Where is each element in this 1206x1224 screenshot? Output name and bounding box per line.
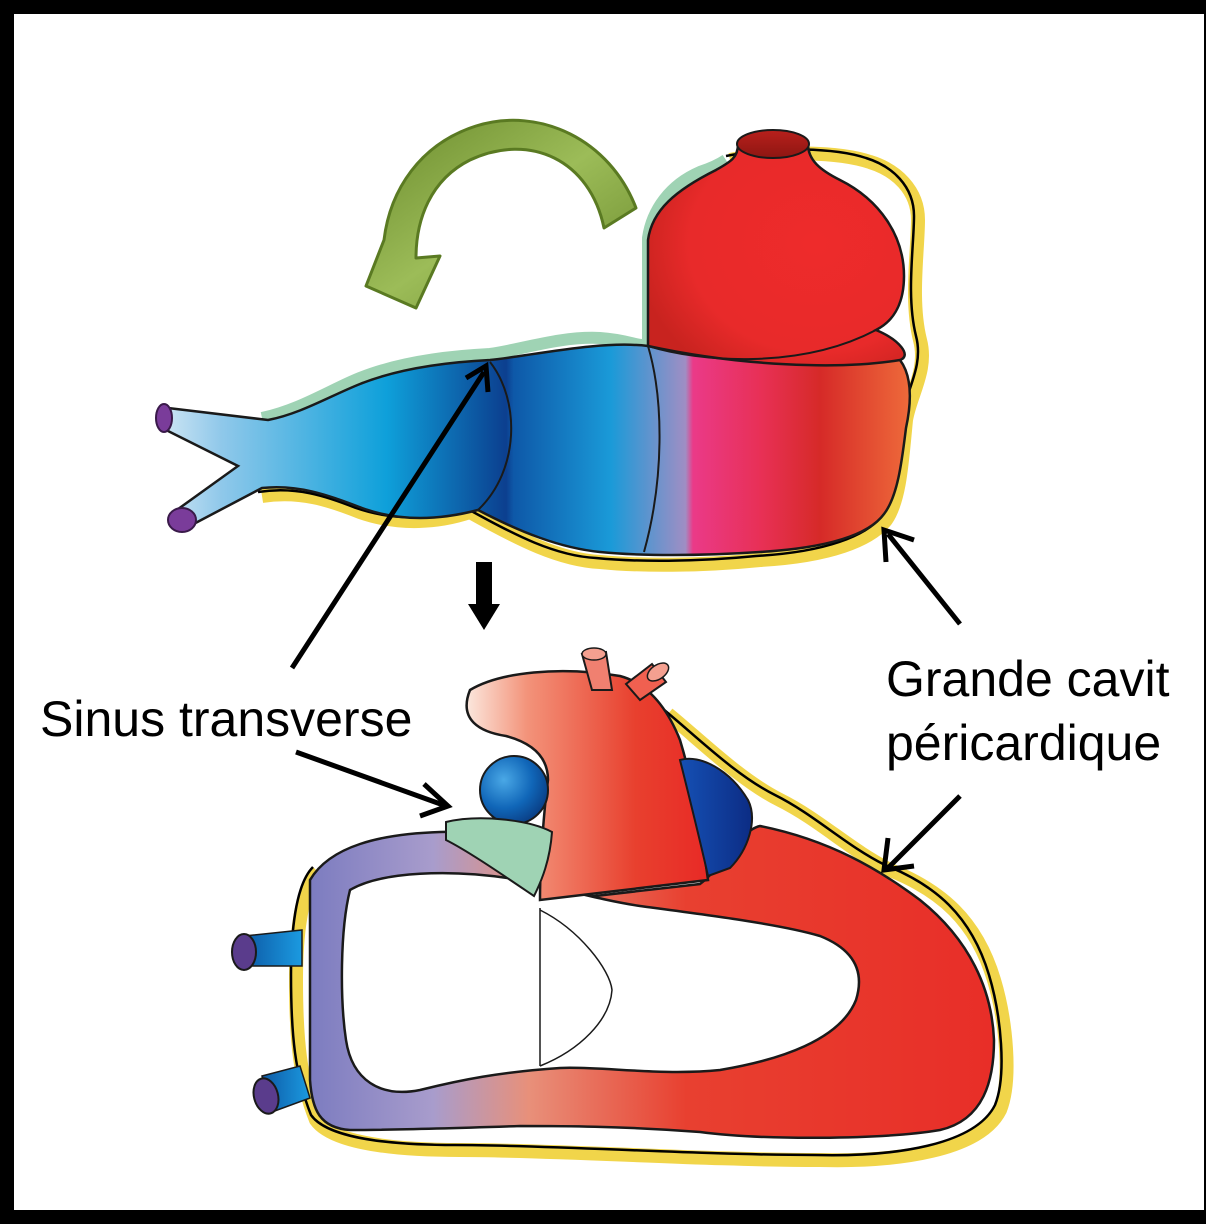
label-grande-cavite-line2: péricardique [886, 715, 1161, 771]
arrow-cavite-top [886, 532, 962, 626]
arrowhead-cavite-bottom [881, 837, 915, 873]
great-vessel-1-opening [581, 647, 607, 661]
valve-line [539, 909, 613, 1067]
arrowhead-cavite-top [881, 526, 915, 563]
label-grande-cavite-line1: Grande cavit [886, 651, 1170, 707]
outflow-opening [736, 129, 810, 159]
pointer-arrows [289, 361, 962, 873]
great-vessel-2-opening [646, 662, 670, 682]
heart-tube-straight [155, 129, 929, 572]
bulb-divider [647, 329, 877, 361]
vessel-left-upper-end [231, 933, 257, 971]
arrow-sinus-bottom [295, 749, 447, 809]
label-sinus-transverse: Sinus transverse [40, 691, 412, 747]
tube-body [160, 343, 912, 557]
vein-end-top [155, 403, 173, 433]
arrow-cavite-bottom [886, 794, 962, 870]
arrowhead-sinus-bottom [419, 782, 453, 819]
sinus-green-wedge [445, 817, 554, 898]
blue-sphere [479, 755, 549, 825]
vessel-left-lower-end [252, 1077, 280, 1115]
curved-arrow-icon [364, 118, 638, 310]
segment-divider-2 [643, 345, 661, 553]
pericardium-yellow-outline [260, 146, 929, 572]
outflow-bulb [646, 142, 906, 367]
segment-divider-1 [477, 361, 513, 511]
down-arrow-icon [468, 562, 500, 630]
pericardium-green-outline [260, 154, 730, 424]
arrowhead-sinus-top [464, 361, 491, 393]
dark-blue-segment [678, 757, 753, 878]
vein-end-bottom [167, 507, 197, 533]
arrow-sinus-top [289, 370, 487, 670]
heart-looped [231, 647, 1014, 1168]
